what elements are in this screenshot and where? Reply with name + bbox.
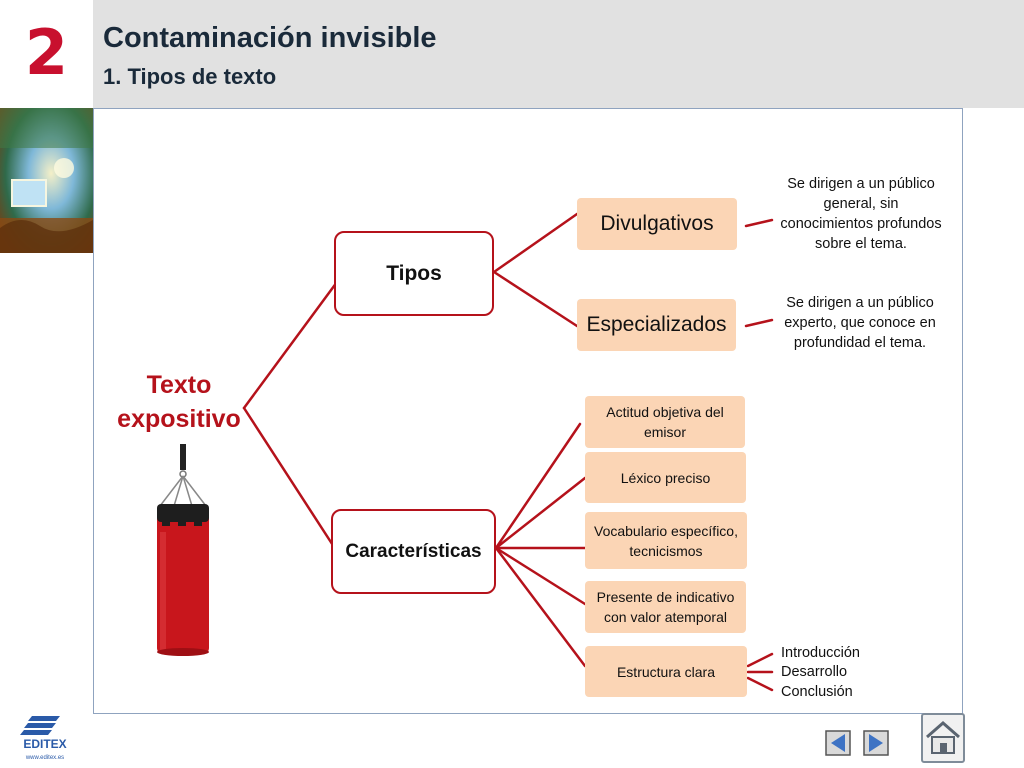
branch-tipos: Tipos — [334, 231, 494, 316]
home-button[interactable] — [921, 713, 965, 763]
connector-tipos-divulgativos — [492, 212, 579, 274]
node-presente-indicativo: Presente de indicativo con valor atempor… — [585, 581, 746, 633]
node-estructura-clara: Estructura clara — [585, 646, 747, 697]
part-introduccion: Introducción — [781, 645, 860, 661]
connector-estructura-introduccion — [746, 652, 774, 668]
connector-especializados-note — [744, 318, 774, 328]
unit-number: 2 — [24, 16, 69, 89]
note-especializados: Se dirigen a un público experto, que con… — [784, 295, 936, 351]
arrow-right-icon — [869, 734, 883, 752]
home-icon — [926, 721, 960, 754]
arrow-left-icon — [831, 734, 845, 752]
side-photo — [0, 108, 93, 253]
connector-car-estructura — [494, 546, 587, 668]
node-especializados: Especializados — [577, 299, 736, 351]
connector-car-actitud — [494, 422, 582, 550]
connector-car-lexico — [494, 476, 587, 550]
prev-slide-button[interactable] — [825, 730, 851, 756]
connector-car-presente — [494, 546, 587, 606]
page-subtitle: 1. Tipos de texto — [103, 64, 277, 89]
connector-root-tipos — [242, 280, 339, 410]
note-divulgativos: Se dirigen a un público general, sin con… — [780, 176, 942, 252]
content-frame — [93, 108, 963, 714]
connector-divulgativos-note — [744, 218, 774, 228]
header-bar — [93, 0, 1024, 108]
part-conclusion: Conclusión — [781, 684, 853, 700]
connector-estructura-conclusion — [746, 676, 774, 692]
editex-brand: EDITEX — [23, 737, 66, 751]
editex-logo: EDITEX www.editex.es — [20, 716, 67, 761]
unit-badge — [0, 0, 93, 108]
root-node: Texto expositivo — [117, 371, 241, 433]
node-actitud-objetiva: Actitud objetiva del emisor — [585, 396, 745, 448]
connector-root-caracteristicas — [242, 406, 338, 552]
connector-tipos-especializados — [492, 270, 579, 328]
part-desarrollo: Desarrollo — [781, 664, 848, 680]
node-divulgativos: Divulgativos — [577, 198, 737, 250]
editex-url: www.editex.es — [25, 755, 64, 761]
branch-caracteristicas: Características — [331, 509, 496, 594]
punching-bag-image — [157, 444, 209, 656]
page-title: Contaminación invisible — [103, 22, 437, 54]
node-lexico-preciso: Léxico preciso — [585, 452, 746, 503]
node-vocabulario: Vocabulario específico, tecnicismos — [585, 512, 747, 569]
next-slide-button[interactable] — [863, 730, 889, 756]
